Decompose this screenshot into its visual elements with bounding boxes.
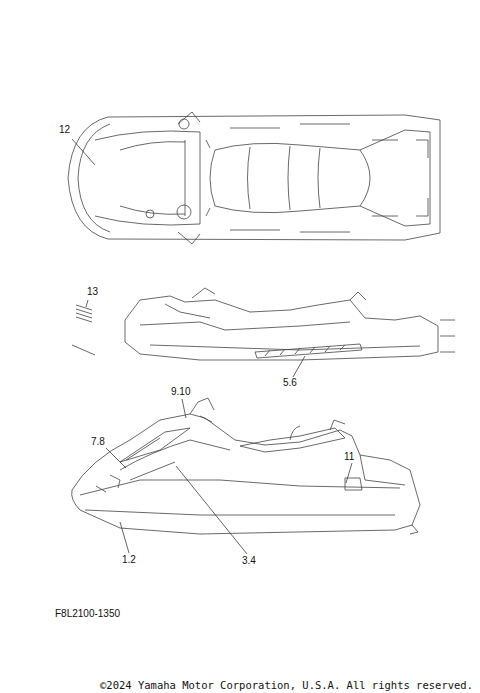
strips [72,305,95,355]
hull-side-outline [72,414,420,534]
callout-number: 9.10 [170,386,191,398]
callout-number: 13 [86,286,99,298]
windshield-decal [120,428,190,462]
callout-number: 3.4 [241,555,257,567]
callout-number: 12 [58,124,71,136]
copyright-notice: ©2024 Yamaha Motor Corporation, U.S.A. A… [99,679,474,691]
callout-number: 11 [343,451,355,463]
hull-top-outline [68,115,440,240]
hull-side-partial [125,296,438,360]
decal-strip [255,344,362,358]
callout-number: 5.6 [282,377,298,389]
figure-code: F8L2100-1350 [54,608,121,620]
leader-lines [72,139,352,554]
seat-top [210,143,370,212]
callout-number: 7.8 [90,436,106,448]
handlebar-side [190,398,214,422]
handlebar [178,112,200,244]
callout-number: 1.2 [121,554,137,566]
